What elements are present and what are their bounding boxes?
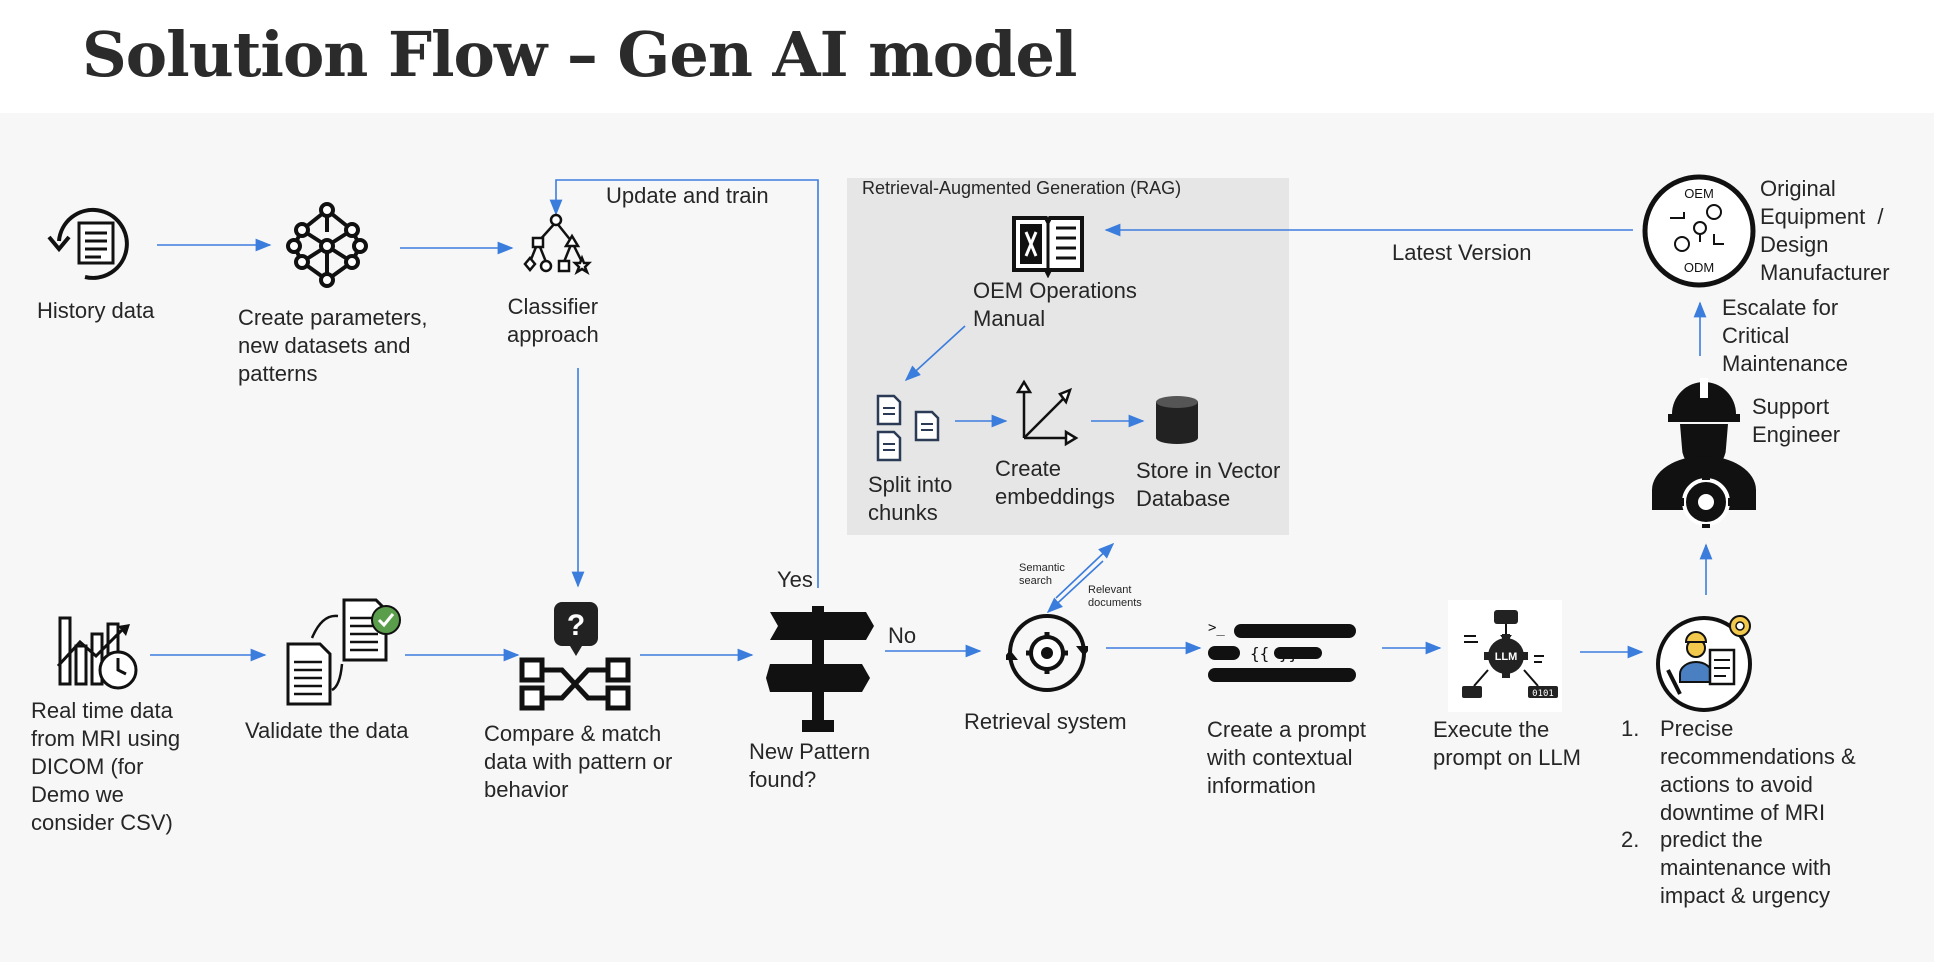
llm-label: LLM (1495, 651, 1518, 663)
compare-match-icon: ? (519, 602, 631, 711)
signpost-icon (766, 606, 874, 732)
classifier-label: Classifier approach (507, 294, 599, 347)
database-icon (1156, 396, 1198, 444)
prompt-code-icon: >_ {{ }} (1208, 620, 1356, 682)
yes-label: Yes (777, 567, 813, 592)
outcome-1-label: Precise recommendations & actions to avo… (1660, 716, 1856, 825)
axes-icon (1015, 379, 1079, 447)
arrow-yes-update-train (549, 179, 819, 588)
no-label: No (888, 623, 917, 648)
create-prompt-label: Create a prompt with contextual informat… (1207, 717, 1366, 798)
create-params-label: Create parameters, new datasets and patt… (238, 305, 428, 386)
arrow-relevant-docs (1046, 560, 1104, 614)
support-engineer-icon (1652, 378, 1756, 528)
create-embeddings-label-1: Create (995, 456, 1062, 481)
prompt-prefix-label: >_ (1208, 620, 1225, 636)
llm-network-icon: LLM 0101 (1448, 600, 1562, 712)
store-vector-label: Store in Vector Database (1136, 458, 1281, 511)
validate-documents-icon (286, 598, 401, 706)
bar-chart-clock-icon (56, 616, 138, 690)
relevant-docs-label: Relevant documents (1088, 584, 1142, 609)
escalate-label: Escalate for Critical Maintenance (1722, 295, 1848, 376)
oem-odm-label: Original Equipment / Design Manufacturer (1760, 176, 1890, 285)
realtime-label: Real time data from MRI using DICOM (for… (31, 698, 181, 835)
neural-network-icon (286, 202, 368, 288)
outcome-1-number: 1. (1621, 716, 1640, 741)
oem-label: OEM (1684, 186, 1714, 201)
support-engineer-label: Support Engineer (1752, 394, 1841, 447)
history-icon (47, 207, 129, 280)
odm-label: ODM (1684, 260, 1714, 275)
outcome-2-label: predict the maintenance with impact & ur… (1660, 827, 1832, 908)
outcome-2-number: 2. (1621, 827, 1640, 852)
create-embeddings-label-2: embeddings (995, 484, 1115, 509)
documents-icon (876, 394, 940, 462)
binary-label: 0101 (1532, 689, 1554, 699)
validate-label: Validate the data (245, 718, 409, 743)
question-mark-label: ? (567, 609, 585, 642)
arrow-semantic-search (1055, 542, 1115, 599)
oem-odm-icon: OEM ODM (1642, 174, 1756, 288)
engineer-checklist-icon (1656, 615, 1752, 712)
rag-title: Retrieval-Augmented Generation (RAG) (862, 178, 1182, 198)
semantic-search-label: Semantic search (1019, 562, 1065, 587)
manual-book-icon (1012, 216, 1084, 278)
page-title: Solution Flow – Gen AI model (82, 18, 1077, 91)
oem-manual-label: OEM Operations Manual (973, 278, 1137, 331)
new-pattern-label: New Pattern found? (749, 739, 871, 792)
update-train-label: Update and train (606, 183, 769, 208)
classifier-tree-icon (523, 213, 592, 275)
compare-label: Compare & match data with pattern or beh… (484, 721, 673, 802)
arrow-manual-to-chunks (904, 325, 966, 382)
split-chunks-label: Split into chunks (868, 472, 953, 525)
retrieval-gear-icon (1006, 614, 1088, 692)
retrieval-label: Retrieval system (964, 709, 1127, 734)
execute-prompt-label: Execute the prompt on LLM (1433, 717, 1581, 770)
history-data-label: History data (37, 298, 155, 323)
latest-version-label: Latest Version (1392, 240, 1532, 265)
